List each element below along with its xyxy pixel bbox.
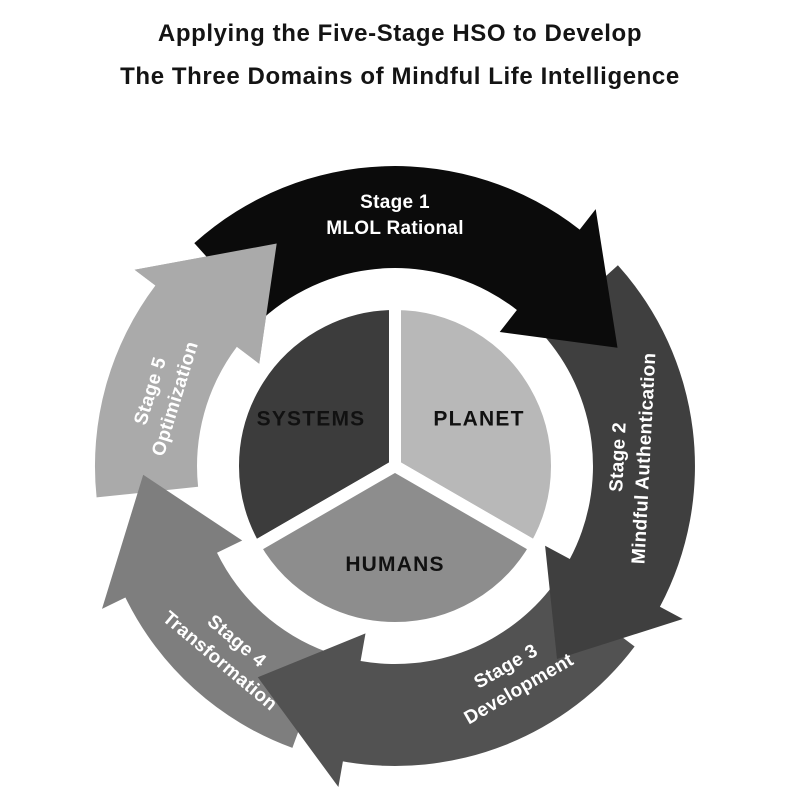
domain-humans-segment — [246, 459, 544, 635]
domain-humans-label: HUMANS — [345, 553, 444, 576]
stage-1-label: Stage 1 MLOL Rational — [326, 192, 464, 239]
stage-5-arrowhead-icon — [134, 243, 277, 364]
stage-1-arrow — [194, 166, 618, 348]
stage-2-arrow — [542, 265, 695, 659]
title-block: Applying the Five-Stage HSO to Develop T… — [0, 12, 800, 98]
title-line-1: Applying the Five-Stage HSO to Develop — [157, 20, 643, 47]
title-line-2: The Three Domains of Mindful Life Intell… — [120, 63, 680, 90]
stage-1-label-line-1: Stage 1 — [360, 192, 430, 213]
stage-1-label-line-2: MLOL Rational — [326, 218, 464, 239]
domain-systems-label: SYSTEMS — [257, 408, 366, 431]
stage-2-label-line-1: Stage 2 — [606, 422, 631, 493]
stage-3-arrow — [257, 585, 635, 787]
domain-planet-label: PLANET — [433, 408, 524, 431]
